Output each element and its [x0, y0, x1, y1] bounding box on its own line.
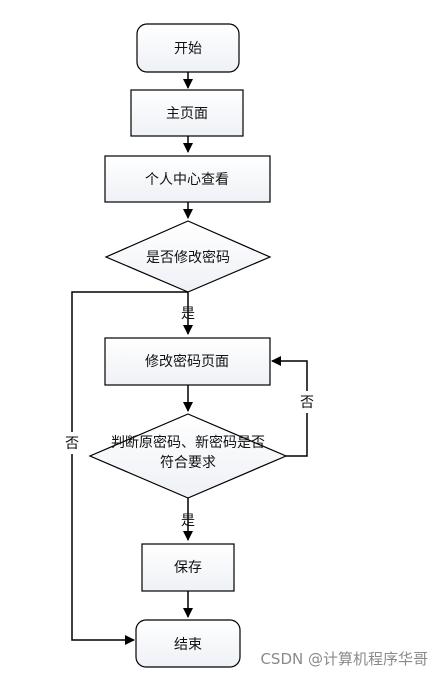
save-node: 保存: [141, 543, 235, 592]
watermark: CSDN @计算机程序华哥: [260, 650, 428, 668]
edge-label-no-2: 否: [300, 395, 314, 411]
edge-label-yes-2: 是: [181, 513, 195, 529]
decide-change-label: 是否修改密码: [146, 249, 230, 266]
end-label: 结束: [174, 637, 202, 653]
change-page-node: 修改密码页面: [104, 337, 271, 386]
edge-decide-end: [71, 291, 188, 645]
edge-label-bg-2: [297, 391, 317, 413]
edge-label-yes-1: 是: [181, 306, 195, 322]
check-label-line1: 判断原密码、新密码是否: [111, 434, 265, 451]
edge-label-bg: [62, 432, 82, 454]
edge-label-no-1: 否: [65, 436, 79, 452]
start-node: 开始: [136, 23, 240, 73]
start-label: 开始: [174, 41, 202, 57]
end-node: 结束: [135, 619, 241, 668]
home-node: 主页面: [130, 89, 244, 137]
change-page-label: 修改密码页面: [145, 353, 229, 370]
check-label-line2: 符合要求: [160, 455, 216, 471]
profile-label: 个人中心查看: [145, 172, 229, 188]
save-label: 保存: [174, 560, 202, 576]
home-label: 主页面: [166, 106, 208, 122]
decide-change-node: 是否修改密码: [104, 220, 272, 293]
profile-node: 个人中心查看: [104, 155, 271, 203]
check-node: 判断原密码、新密码是否 符合要求: [88, 413, 288, 499]
